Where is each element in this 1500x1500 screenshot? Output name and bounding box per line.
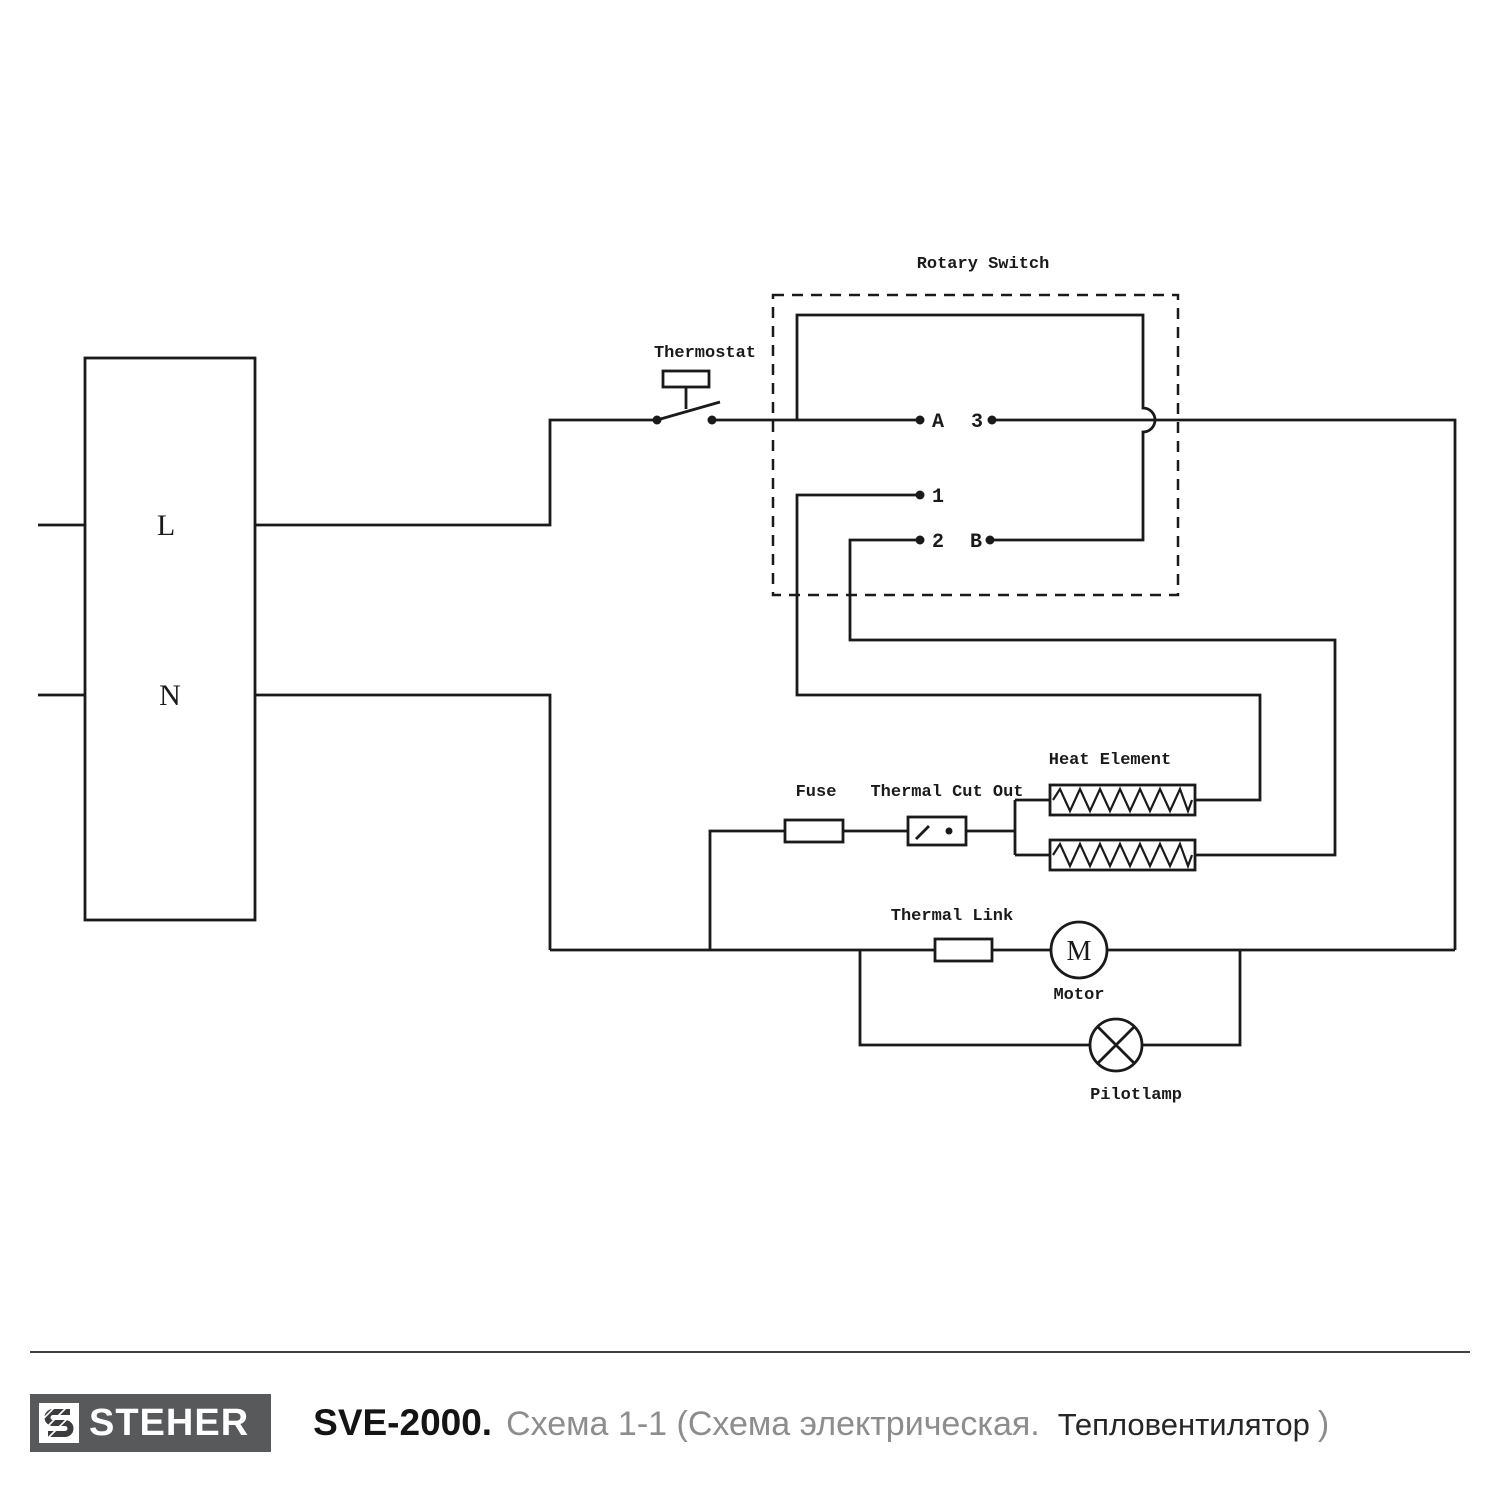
power-stub-wires <box>38 523 85 697</box>
pilotlamp-label: Pilotlamp <box>1090 1086 1182 1105</box>
wire-contact3-right-loop <box>992 418 1457 950</box>
thermostat-label: Thermostat <box>654 344 756 363</box>
thermal-link-label: Thermal Link <box>891 907 1013 926</box>
contact-1-dot <box>915 490 925 500</box>
steher-logo-icon <box>39 1403 79 1443</box>
contact-dots <box>652 415 997 835</box>
contact-b-label: B <box>970 531 982 554</box>
motor-label: Motor <box>1053 986 1104 1005</box>
motor-symbol <box>1049 920 1109 980</box>
thermostat-symbol <box>656 369 721 422</box>
footer-divider <box>30 1351 1470 1353</box>
thermostat-switch-blade <box>656 400 721 422</box>
caption-product: Тепловентилятор <box>1057 1407 1310 1442</box>
contact-b-dot <box>985 535 995 545</box>
thermostat-contact-dot-left <box>652 415 662 425</box>
pilotlamp-symbol <box>1088 1017 1144 1073</box>
element-feed-wires <box>966 798 1050 857</box>
thermal-cut-out-dot <box>945 827 953 835</box>
heat-element-label: Heat Element <box>1049 751 1171 770</box>
neutral-wire <box>255 693 552 950</box>
contact-3-label: 3 <box>971 411 983 434</box>
footer: STEHER SVE-2000. Схема 1-1 (Схема электр… <box>30 1394 1329 1452</box>
thermostat-contact-dot-right <box>707 415 717 425</box>
terminal-l-label: L <box>157 509 175 542</box>
thermostat-body <box>661 369 711 389</box>
live-wire <box>255 418 657 527</box>
heat-element-lower <box>1048 838 1197 872</box>
heat-element-upper-coil <box>1052 786 1194 815</box>
heat-element-upper-body <box>1048 783 1197 817</box>
thermal-link-symbol <box>933 937 994 963</box>
footer-caption: SVE-2000. Схема 1-1 (Схема электрическая… <box>313 1402 1329 1444</box>
contact-1-label: 1 <box>932 486 944 509</box>
contact-3-dot <box>987 415 997 425</box>
thermal-cut-out-label: Thermal Cut Out <box>870 783 1023 802</box>
thermal-cut-out-symbol <box>906 815 968 847</box>
pilotlamp-branch-wires <box>858 950 1242 1047</box>
rotary-switch-box <box>771 293 1180 597</box>
heat-element-lower-body <box>1048 838 1197 872</box>
caption-model: SVE-2000. <box>313 1402 493 1443</box>
fuse-symbol <box>783 818 845 844</box>
steher-logo: STEHER <box>30 1394 272 1452</box>
heat-element-upper <box>1048 783 1197 817</box>
pilotlamp-cross <box>1097 1026 1135 1064</box>
power-input-box <box>83 356 257 922</box>
fuse-branch-wires <box>708 829 908 950</box>
pilotlamp-circle <box>1088 1017 1144 1073</box>
wire-contact2-to-lower-element <box>848 538 1337 857</box>
fuse-label: Fuse <box>796 783 837 802</box>
rotary-switch-label: Rotary Switch <box>917 255 1050 274</box>
contact-a-label: A <box>932 411 944 434</box>
wire-contact1-to-upper-element <box>795 493 1262 802</box>
thermal-cut-out-lever <box>915 825 930 840</box>
contact-a-dot <box>915 415 925 425</box>
caption-close-paren: ) <box>1317 1405 1330 1443</box>
heat-element-lower-coil <box>1052 841 1194 870</box>
terminal-n-label: N <box>159 679 181 712</box>
caption-text: Схема 1-1 (Схема электрическая. <box>506 1405 1040 1443</box>
steher-logo-text: STEHER <box>89 1401 250 1444</box>
contact-2-label: 2 <box>932 531 944 554</box>
motor-m-symbol: M <box>1067 936 1092 967</box>
contact-2-dot <box>915 535 925 545</box>
